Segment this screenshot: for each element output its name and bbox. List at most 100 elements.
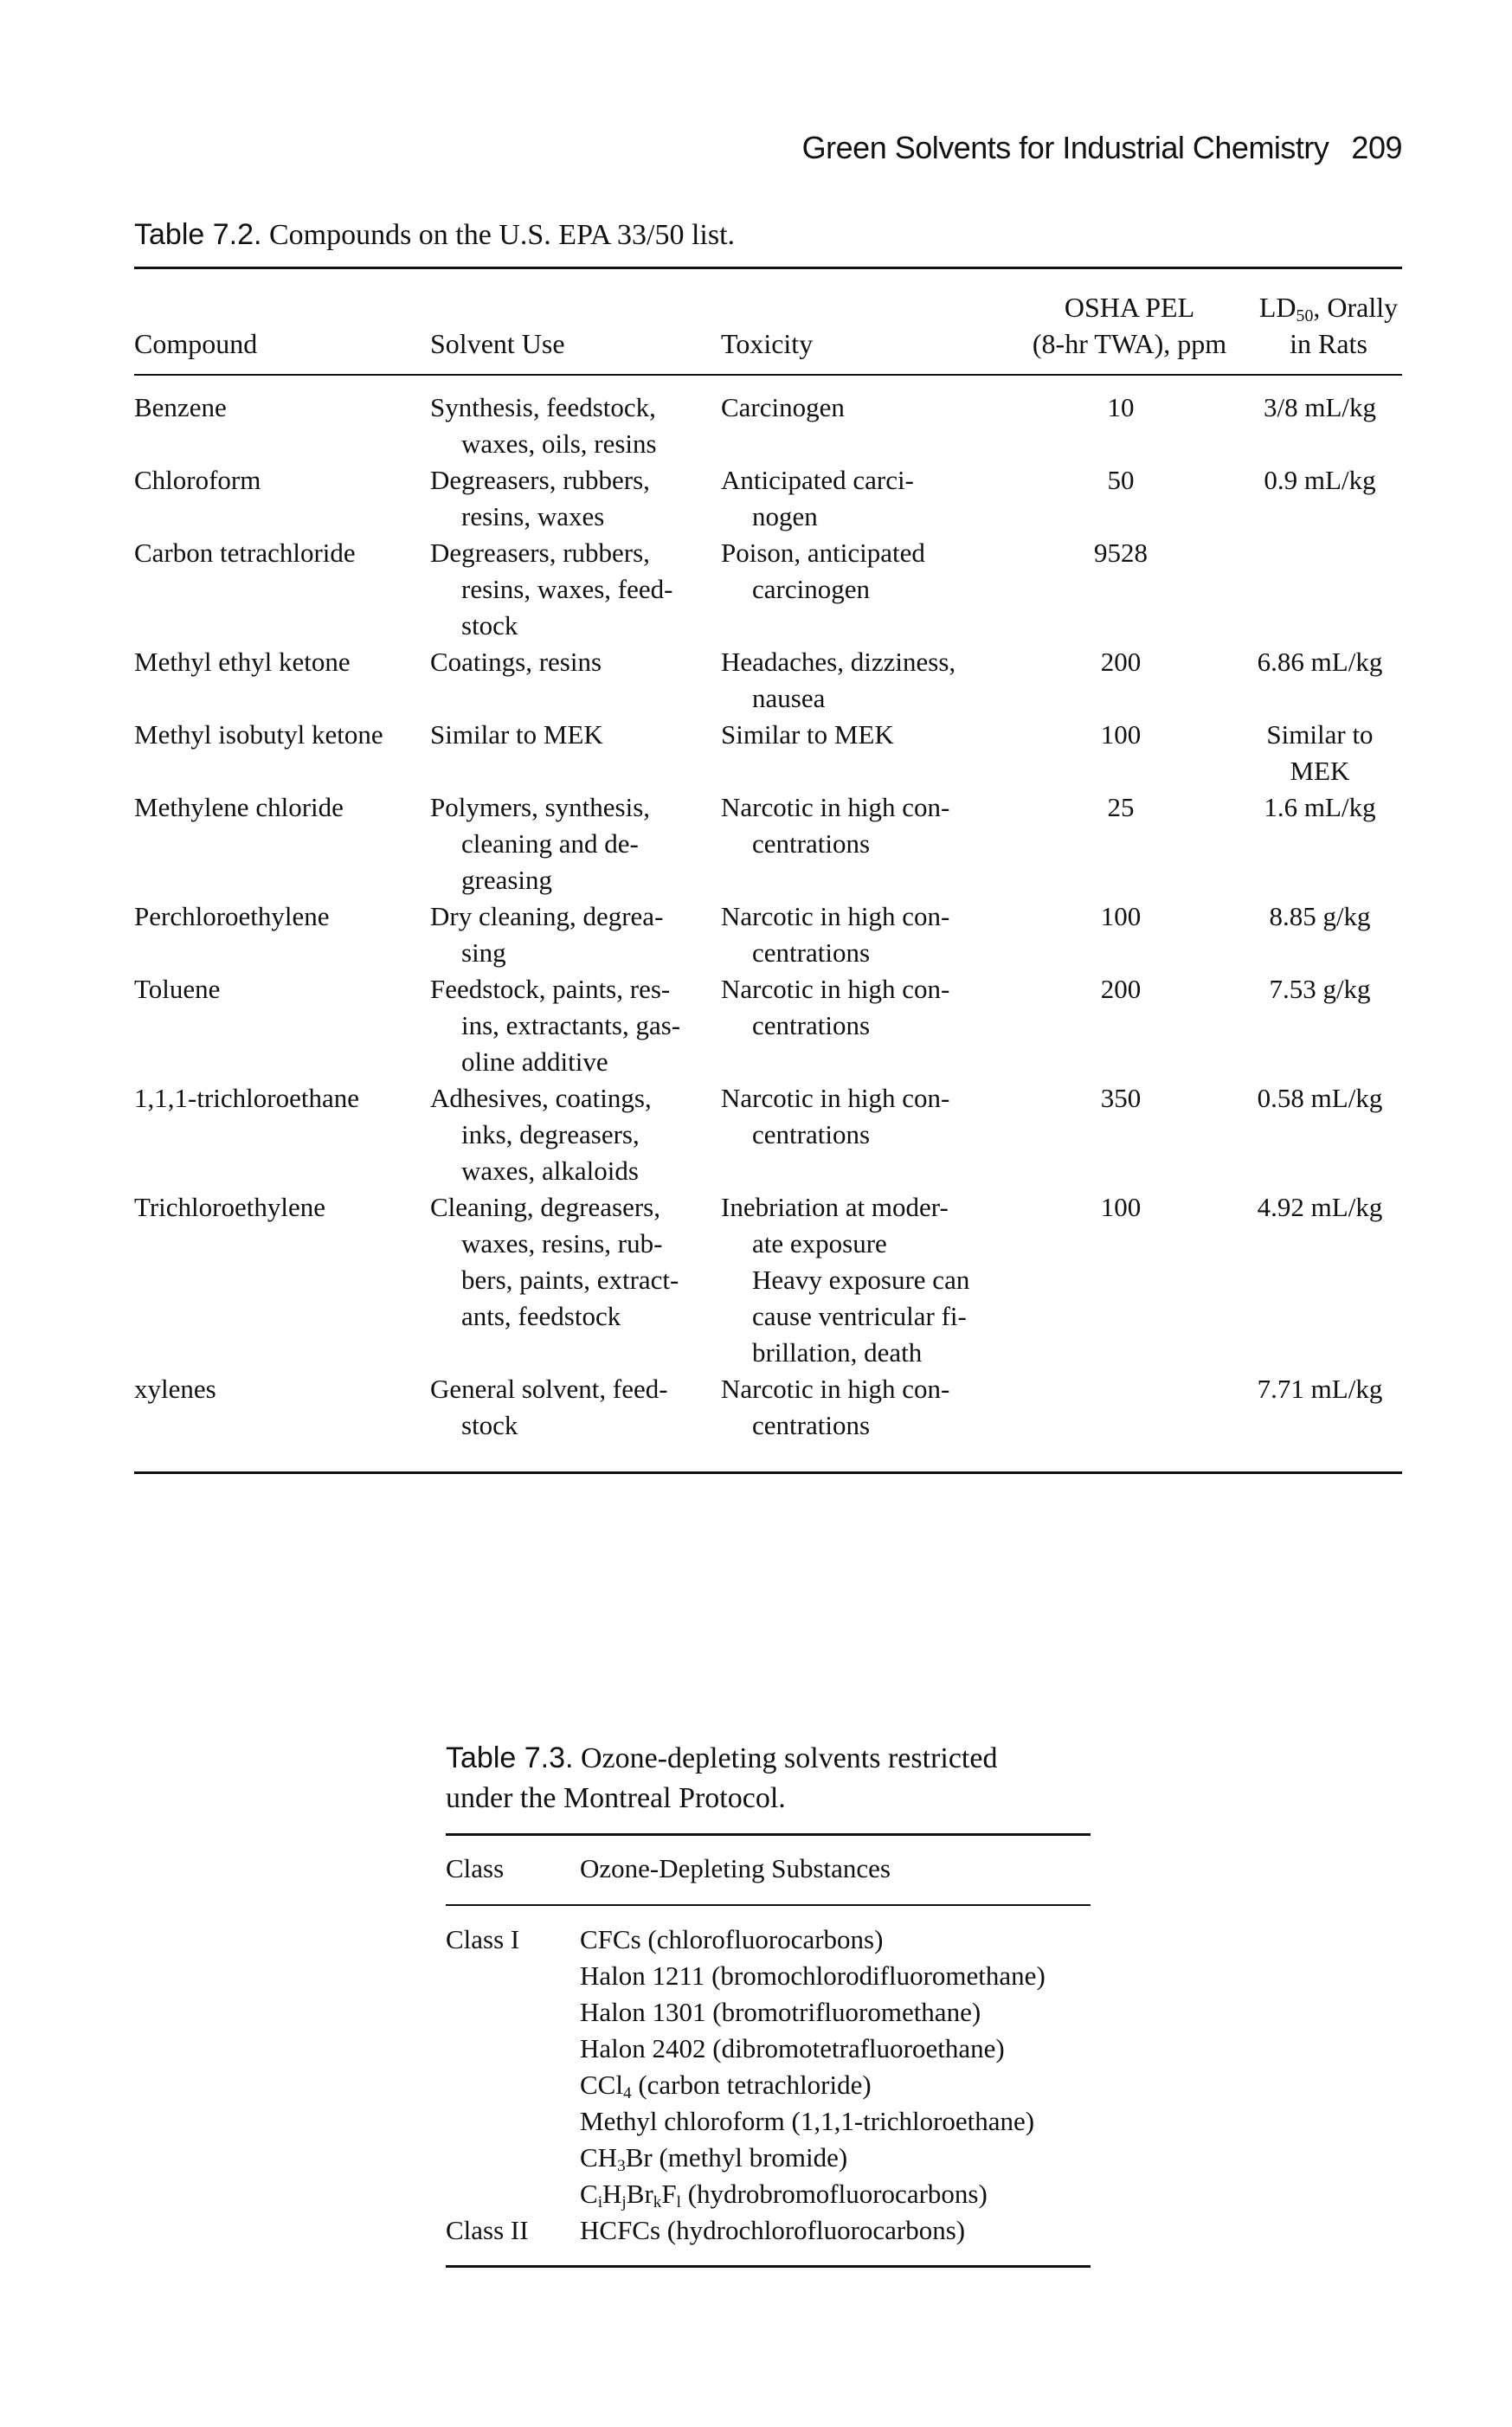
table-row: Toluene Feedstock, paints, res- ins, ext… xyxy=(134,971,1402,1080)
header-ld50-line2: in Rats xyxy=(1290,328,1367,359)
cell-solvent-use: Coatings, resins xyxy=(430,647,602,677)
table-7-3-caption: Table 7.3. Ozone-depleting solvents rest… xyxy=(446,1738,1103,1819)
cell-toxicity: Headaches, dizziness, nausea xyxy=(721,647,956,713)
cell-toxicity: Inebriation at moder- ate exposure Heavy… xyxy=(721,1192,970,1368)
cell-compound: Methyl isobutyl ketone xyxy=(134,719,383,750)
header-osha-pel-line2: (8-hr TWA), ppm xyxy=(1032,328,1227,359)
table-row: Methylene chloride Polymers, synthesis, … xyxy=(134,789,1402,898)
table-7-3-caption-line1: Table 7.3. Ozone-depleting solvents rest… xyxy=(446,1738,1103,1779)
cell-compound: Trichloroethylene xyxy=(134,1192,325,1222)
header-compound: Compound xyxy=(134,328,258,359)
cell-solvent-use: Synthesis, feedstock, waxes, oils, resin… xyxy=(430,392,657,459)
table-row: Methyl isobutyl ketone Similar to MEK Si… xyxy=(134,717,1402,789)
table-row: Perchloroethylene Dry cleaning, degrea- … xyxy=(134,898,1402,971)
table-7-3-bottom-rule xyxy=(446,2265,1091,2268)
cell-toxicity: Poison, anticipated carcinogen xyxy=(721,538,925,604)
cell-compound: Carbon tetrachloride xyxy=(134,538,356,568)
header-ld50: LD50, Orally in Rats xyxy=(1242,289,1415,362)
table-7-3-header-rule xyxy=(446,1904,1091,1906)
table-7-2-body: Benzene Synthesis, feedstock, waxes, oil… xyxy=(134,389,1402,1444)
substance-halon-2402: Halon 2402 (dibromotetrafluoroethane) xyxy=(580,2033,1005,2063)
cell-ld50: 4.92 mL/kg xyxy=(1257,1192,1383,1222)
cell-ld50: 0.58 mL/kg xyxy=(1257,1083,1383,1113)
table-row: 1,1,1-trichloroethane Adhesives, coating… xyxy=(134,1080,1402,1189)
cell-osha-pel: 25 xyxy=(1107,792,1135,822)
cell-osha-pel: 200 xyxy=(1100,974,1142,1004)
cell-ld50: 3/8 mL/kg xyxy=(1263,392,1377,422)
cell-compound: Methylene chloride xyxy=(134,792,344,822)
table-7-3-top-rule xyxy=(446,1833,1091,1836)
table-7-2-title: Compounds on the U.S. EPA 33/50 list. xyxy=(268,219,736,251)
table-7-3-label: Table 7.3. xyxy=(446,1741,574,1774)
cell-ld50: 7.71 mL/kg xyxy=(1257,1374,1383,1404)
cell-ld50: Similar to MEK xyxy=(1266,719,1374,786)
cell-solvent-use: Degreasers, rubbers, resins, waxes xyxy=(430,465,650,531)
cell-ld50: 7.53 g/kg xyxy=(1269,974,1371,1004)
cell-solvent-use: Cleaning, degreasers, waxes, resins, rub… xyxy=(430,1192,679,1331)
table-7-3-title-line1: Ozone-depleting solvents restricted xyxy=(580,1742,998,1774)
cell-compound: xylenes xyxy=(134,1374,216,1404)
table-7-2: Compound Solvent Use Toxicity OSHA PEL (… xyxy=(134,268,1402,1440)
substance-methyl-chloroform: Methyl chloroform (1,1,1-trichloroethane… xyxy=(580,2106,1035,2136)
cell-ld50: 1.6 mL/kg xyxy=(1264,792,1376,822)
cell-toxicity: Carcinogen xyxy=(721,392,845,422)
substance-cfcs: CFCs (chlorofluorocarbons) xyxy=(580,1924,884,1954)
cell-ld50: 0.9 mL/kg xyxy=(1264,465,1376,495)
cell-compound: Benzene xyxy=(134,392,227,422)
cell-osha-pel: 100 xyxy=(1100,901,1142,931)
table-7-2-caption: Table 7.2. Compounds on the U.S. EPA 33/… xyxy=(134,215,735,255)
cell-toxicity: Narcotic in high con- centrations xyxy=(721,901,950,968)
cell-solvent-use: Dry cleaning, degrea- sing xyxy=(430,901,664,968)
header-class: Class xyxy=(446,1853,505,1883)
table-7-2-header-rule xyxy=(134,374,1402,376)
running-head-title: Green Solvents for Industrial Chemistry xyxy=(801,130,1329,165)
table-7-2-header: Compound Solvent Use Toxicity OSHA PEL (… xyxy=(134,268,1402,372)
cell-osha-pel: 100 xyxy=(1100,719,1142,750)
table-row: xylenes General solvent, feed- stock Nar… xyxy=(134,1371,1402,1444)
cell-solvent-use: General solvent, feed- stock xyxy=(430,1374,668,1440)
cell-toxicity: Narcotic in high con- centrations xyxy=(721,1083,950,1149)
table-7-2-top-rule xyxy=(134,267,1402,269)
class-2-label: Class II xyxy=(446,2215,529,2245)
cell-compound: Toluene xyxy=(134,974,221,1004)
table-row: Benzene Synthesis, feedstock, waxes, oil… xyxy=(134,389,1402,462)
class-1-label: Class I xyxy=(446,1924,520,1954)
cell-toxicity: Narcotic in high con- centrations xyxy=(721,974,950,1040)
cell-compound: Perchloroethylene xyxy=(134,901,330,931)
cell-solvent-use: Degreasers, rubbers, resins, waxes, feed… xyxy=(430,538,673,641)
substance-halon-1211: Halon 1211 (bromochlorodifluoromethane) xyxy=(580,1960,1046,1991)
table-7-2-bottom-rule xyxy=(134,1471,1402,1474)
table-row: Carbon tetrachloride Degreasers, rubbers… xyxy=(134,535,1402,644)
cell-toxicity: Narcotic in high con- centrations xyxy=(721,792,950,859)
substance-hcfcs: HCFCs (hydrochlorofluorocarbons) xyxy=(580,2215,966,2245)
cell-compound: Chloroform xyxy=(134,465,261,495)
cell-solvent-use: Feedstock, paints, res- ins, extractants… xyxy=(430,974,681,1077)
cell-osha-pel: 100 xyxy=(1100,1192,1142,1222)
cell-osha-pel: 200 xyxy=(1100,647,1142,677)
cell-toxicity: Anticipated carci- nogen xyxy=(721,465,914,531)
page-number: 209 xyxy=(1351,130,1402,165)
substance-methyl-bromide: CH3Br (methyl bromide) xyxy=(580,2142,848,2175)
header-substances: Ozone-Depleting Substances xyxy=(580,1853,891,1883)
running-head: Green Solvents for Industrial Chemistry 2… xyxy=(801,130,1403,166)
table-7-2-label: Table 7.2. xyxy=(134,218,262,251)
cell-compound: 1,1,1-trichloroethane xyxy=(134,1083,359,1113)
header-toxicity: Toxicity xyxy=(721,328,814,359)
cell-osha-pel: 50 xyxy=(1107,465,1135,495)
header-osha-pel-line1: OSHA PEL xyxy=(1064,292,1195,323)
cell-osha-pel: 10 xyxy=(1107,392,1135,422)
substance-ccl4: CCl4 (carbon tetrachloride) xyxy=(580,2070,872,2102)
cell-solvent-use: Similar to MEK xyxy=(430,719,603,750)
cell-compound: Methyl ethyl ketone xyxy=(134,647,351,677)
cell-osha-pel: 9528 xyxy=(1094,538,1148,568)
table-row: Trichloroethylene Cleaning, degreasers, … xyxy=(134,1189,1402,1371)
cell-solvent-use: Adhesives, coatings, inks, degreasers, w… xyxy=(430,1083,652,1186)
header-ld50-line1: LD50, Orally xyxy=(1258,292,1399,325)
cell-toxicity: Narcotic in high con- centrations xyxy=(721,1374,950,1440)
header-solvent-use: Solvent Use xyxy=(430,328,565,359)
cell-toxicity: Similar to MEK xyxy=(721,719,894,750)
table-row: Chloroform Degreasers, rubbers, resins, … xyxy=(134,462,1402,535)
cell-solvent-use: Polymers, synthesis, cleaning and de- gr… xyxy=(430,792,651,895)
table-7-3-title-line2: under the Montreal Protocol. xyxy=(446,1782,786,1814)
cell-ld50: 8.85 g/kg xyxy=(1269,901,1371,931)
